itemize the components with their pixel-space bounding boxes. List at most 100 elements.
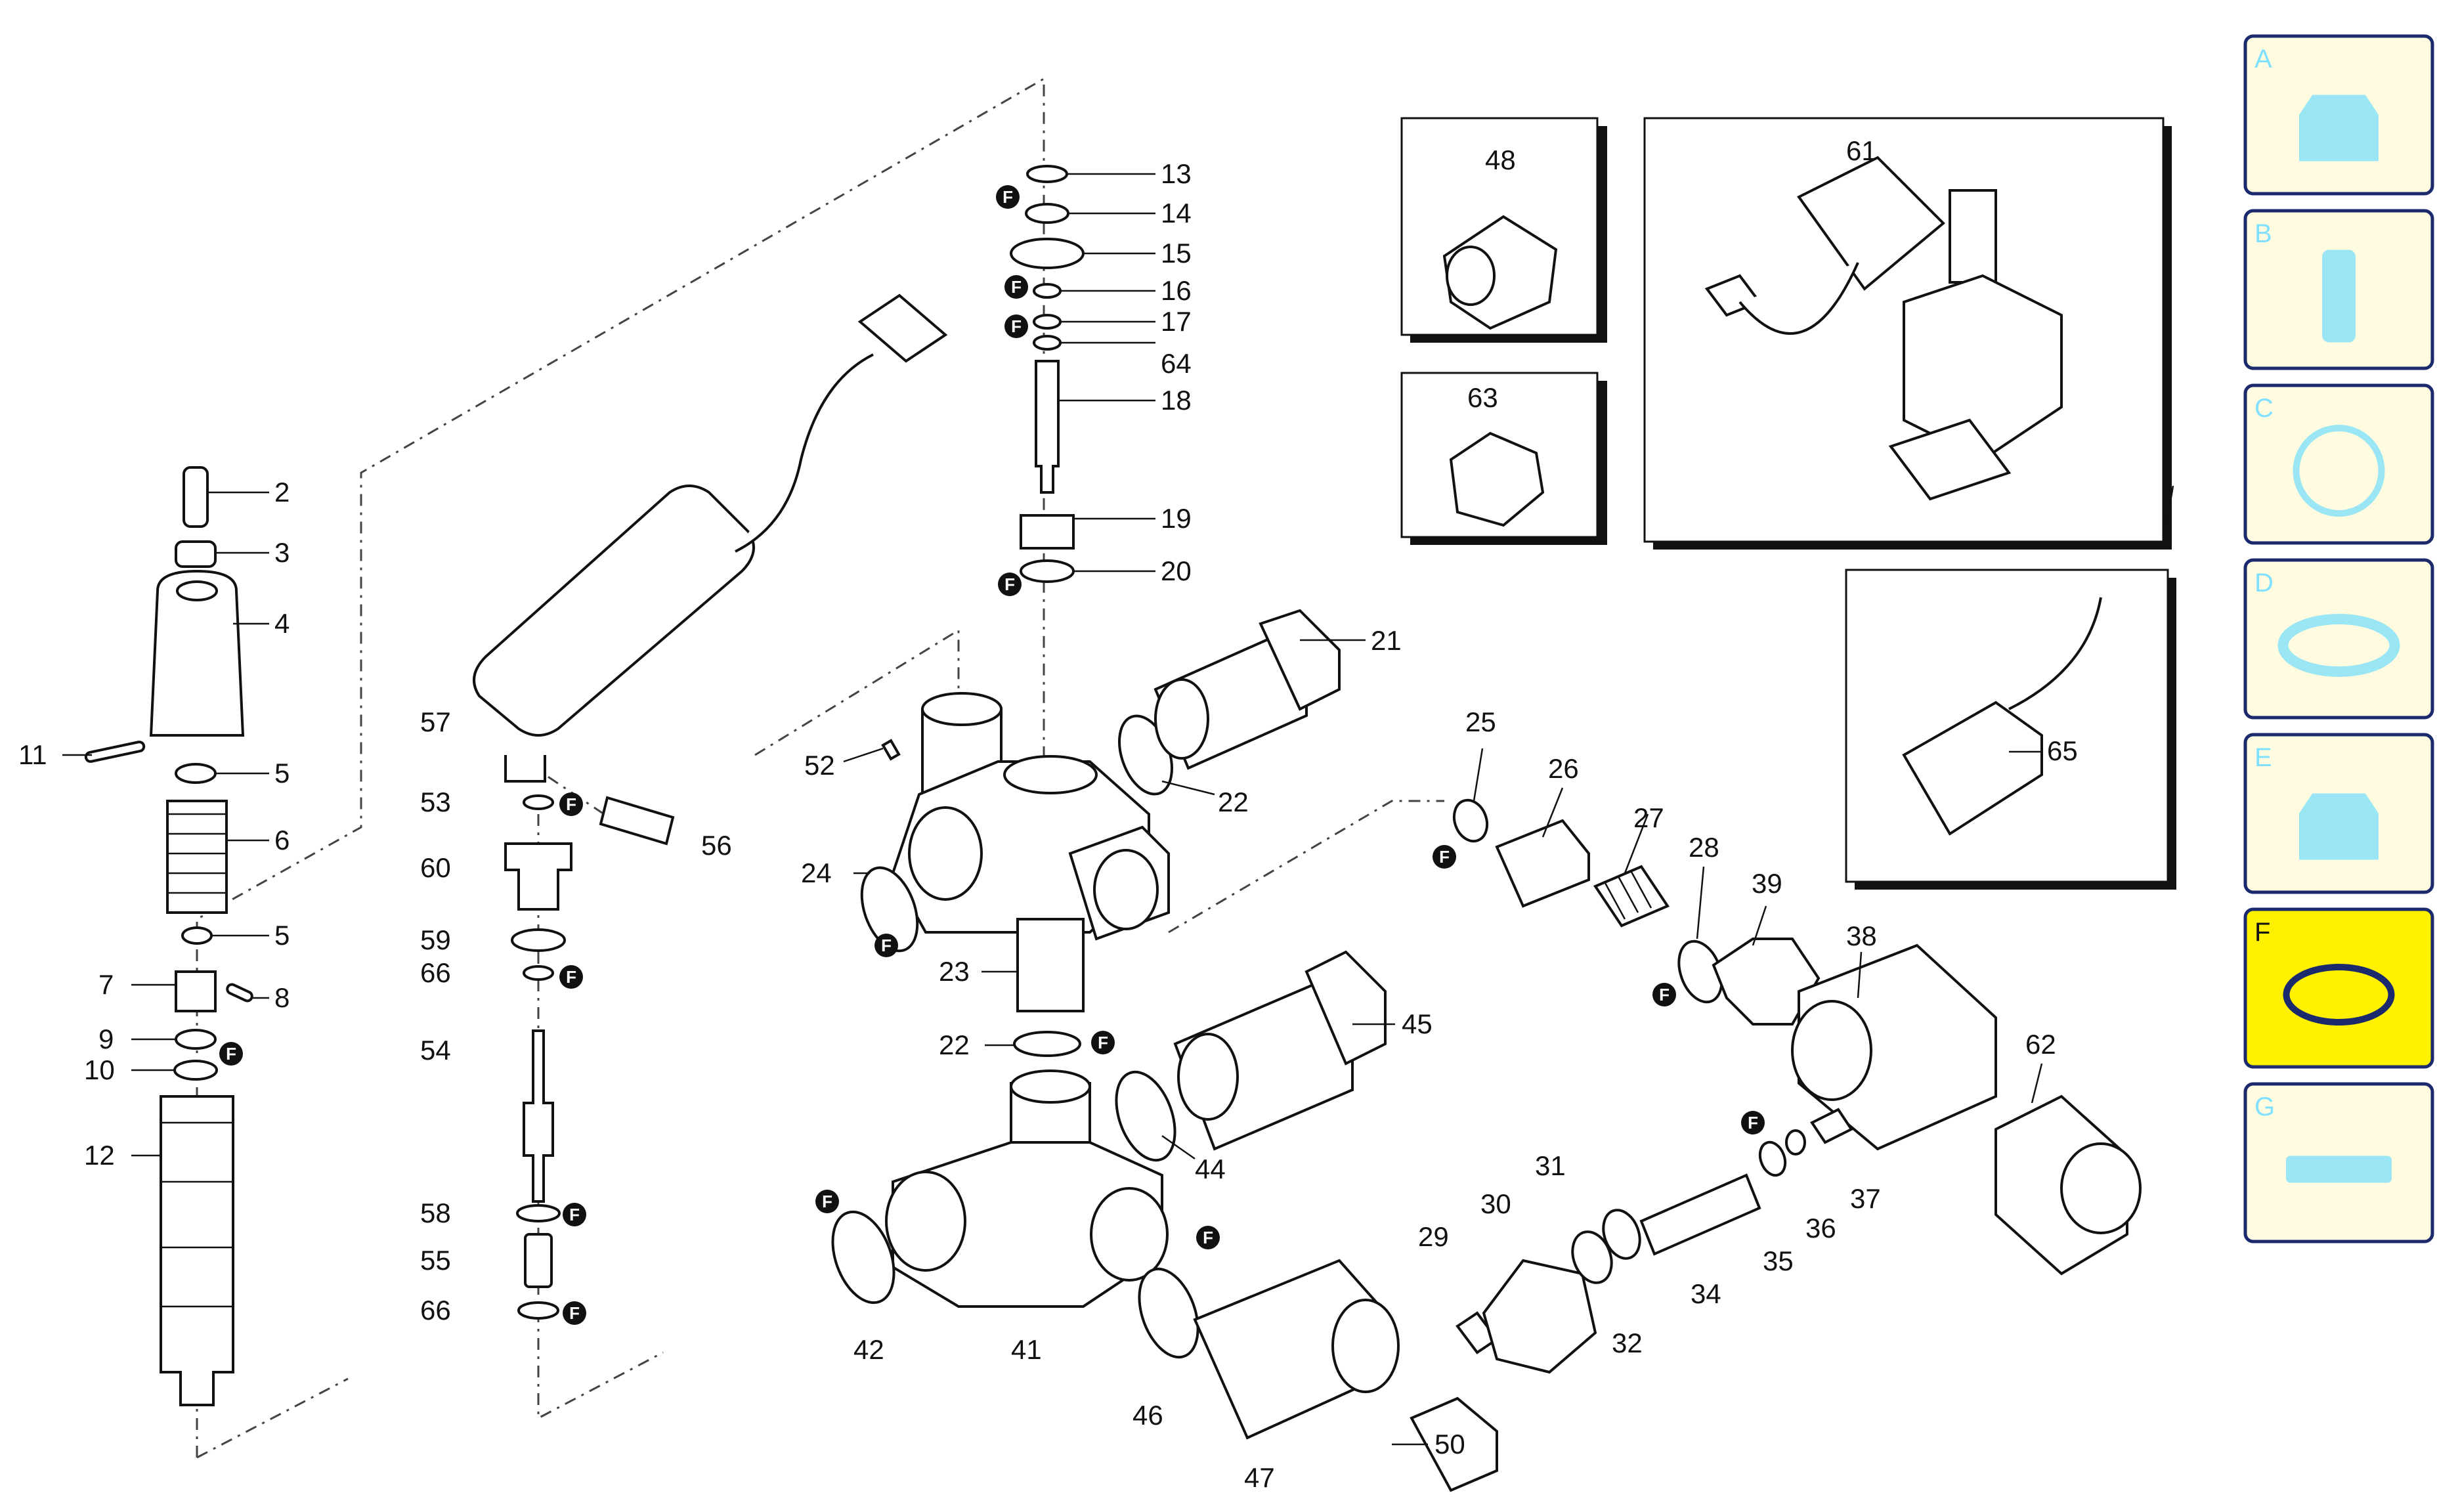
part-label: 30 — [1480, 1188, 1511, 1219]
part-label: 16 — [1161, 275, 1192, 306]
part-label: 12 — [84, 1140, 115, 1171]
category-button-g[interactable]: G — [2243, 1082, 2434, 1243]
category-button-c[interactable]: C — [2243, 383, 2434, 545]
category-button-frame[interactable] — [2243, 383, 2434, 545]
part-label: 32 — [1612, 1328, 1643, 1358]
part-label: 41 — [1011, 1334, 1042, 1365]
svg-text:F: F — [822, 1192, 832, 1211]
part-label: 35 — [1763, 1245, 1794, 1276]
part-label: 6 — [274, 825, 290, 855]
part-label: 13 — [1161, 158, 1192, 189]
pressure-switch-assembly — [473, 293, 948, 846]
svg-text:F: F — [1659, 985, 1670, 1004]
part-label: 55 — [420, 1245, 451, 1276]
part-label: 9 — [98, 1024, 114, 1054]
svg-text:F: F — [1011, 277, 1022, 297]
inset-65 — [1845, 569, 2176, 890]
svg-text:F: F — [1098, 1033, 1108, 1052]
part-label: 64 — [1161, 348, 1192, 379]
f-markers: F F F F F F F F F F F F F F F F — [219, 185, 1765, 1325]
part-label: 14 — [1161, 198, 1192, 228]
part-label: 20 — [1161, 555, 1192, 586]
seal-ring-icon — [2277, 614, 2400, 677]
part-labels: 2 3 4 5 5 6 7 8 9 10 11 12 13 14 15 16 1… — [18, 135, 2078, 1493]
category-button-a[interactable]: A — [2243, 34, 2434, 196]
category-button-f[interactable]: F — [2243, 907, 2434, 1069]
category-button-d[interactable]: D — [2243, 558, 2434, 720]
part-label: 28 — [1689, 832, 1719, 863]
part-label: 21 — [1371, 625, 1402, 656]
part-label: 2 — [274, 477, 290, 508]
part-label: 10 — [84, 1054, 115, 1085]
svg-text:F: F — [1748, 1113, 1758, 1133]
part-label: 18 — [1161, 385, 1192, 416]
part-label: 47 — [1244, 1462, 1275, 1493]
part-label: 39 — [1752, 868, 1782, 899]
part-label: 44 — [1195, 1154, 1226, 1184]
part-label: 22 — [1218, 787, 1249, 817]
part-label: 19 — [1161, 503, 1192, 534]
clamp-ring-icon — [2293, 425, 2385, 517]
part-label: 46 — [1132, 1400, 1163, 1431]
part-label: 4 — [274, 608, 290, 639]
center-stem-stack — [1010, 165, 1085, 583]
part-label: 5 — [274, 758, 290, 788]
part-label: 60 — [420, 852, 451, 883]
category-button-b[interactable]: B — [2243, 209, 2434, 370]
gasket-icon — [2286, 1156, 2392, 1183]
upper-manifold — [860, 609, 1341, 1012]
leader-lines — [62, 173, 2174, 1446]
part-label: 56 — [701, 830, 732, 861]
category-button-frame[interactable] — [2243, 558, 2434, 720]
lower-manifold — [831, 950, 1498, 1492]
part-label: 38 — [1846, 920, 1877, 951]
svg-text:F: F — [1011, 316, 1022, 336]
part-label: 62 — [2025, 1029, 2056, 1060]
part-label: 25 — [1465, 706, 1496, 737]
part-label: 23 — [939, 956, 970, 987]
piston-seal-icon — [2299, 793, 2379, 860]
part-label: 61 — [1846, 135, 1877, 166]
part-label: 11 — [18, 739, 47, 770]
part-label: 66 — [420, 1295, 451, 1326]
part-label: 50 — [1434, 1429, 1465, 1459]
part-label: 27 — [1633, 802, 1664, 833]
part-label: 24 — [801, 857, 832, 888]
svg-text:F: F — [566, 794, 576, 814]
category-button-e[interactable]: E — [2243, 733, 2434, 894]
category-letter: F — [2254, 918, 2270, 947]
svg-text:F: F — [1004, 574, 1015, 594]
left-valve-assembly — [84, 466, 253, 1406]
part-label: 17 — [1161, 306, 1192, 337]
category-selector: A B CD EF G — [2243, 34, 2434, 1243]
part-label: 5 — [274, 920, 290, 951]
part-label: 29 — [1418, 1221, 1449, 1252]
category-letter: B — [2254, 219, 2272, 248]
o-ring-icon — [2283, 964, 2395, 1026]
svg-text:F: F — [1203, 1228, 1213, 1247]
part-label: 54 — [420, 1035, 451, 1066]
svg-text:F: F — [1003, 187, 1013, 207]
category-letter: A — [2254, 45, 2272, 74]
svg-text:F: F — [569, 1303, 580, 1323]
part-label: 26 — [1548, 753, 1579, 784]
category-button-frame[interactable] — [2243, 907, 2434, 1069]
part-label: 45 — [1402, 1008, 1433, 1039]
bypass-stack — [504, 794, 572, 1320]
part-label: 59 — [420, 924, 451, 955]
part-label: 3 — [274, 537, 290, 568]
part-label: 57 — [420, 706, 451, 737]
inset-48 — [1400, 117, 1607, 343]
part-label: 65 — [2047, 735, 2078, 766]
part-label: 42 — [853, 1334, 884, 1365]
part-label: 36 — [1805, 1213, 1836, 1243]
part-label: 34 — [1691, 1278, 1721, 1309]
svg-text:F: F — [569, 1205, 580, 1224]
category-letter: G — [2254, 1092, 2275, 1121]
svg-text:F: F — [566, 967, 576, 987]
category-letter: D — [2254, 569, 2274, 597]
part-label: 52 — [804, 750, 835, 781]
inset-63 — [1400, 372, 1607, 545]
part-label: 22 — [939, 1029, 970, 1060]
svg-text:F: F — [1439, 847, 1450, 867]
